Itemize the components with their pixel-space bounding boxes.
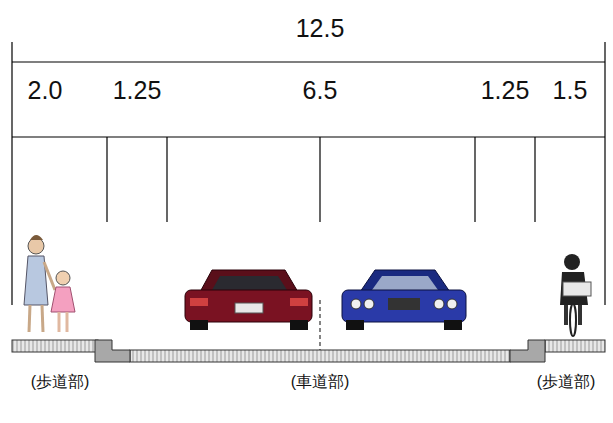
pedestrians: [24, 235, 75, 332]
section-label: (歩道部): [31, 372, 90, 393]
section-label: (歩道部): [537, 372, 596, 393]
blue-car-front: [342, 270, 466, 330]
red-car-rear: [185, 270, 312, 330]
dimension-value: 1.25: [481, 76, 530, 105]
dimension-value: 1.25: [113, 76, 162, 105]
dimension-value: 12.5: [296, 14, 345, 43]
dimension-value: 1.5: [553, 76, 588, 105]
dimension-value: 2.0: [28, 76, 63, 105]
section-label: (車道部): [291, 372, 350, 393]
dimension-value: 6.5: [303, 76, 338, 105]
dimension-lines: [12, 42, 605, 305]
cyclist: [560, 254, 591, 336]
